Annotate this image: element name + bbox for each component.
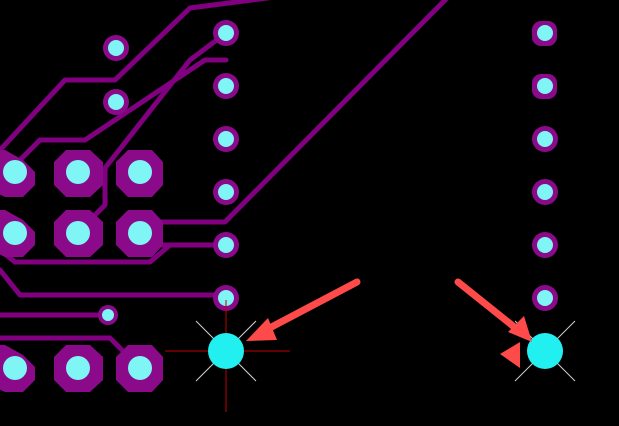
trace-layer (0, 0, 450, 371)
trace[interactable] (137, 0, 450, 225)
pad-group-octagon (0, 150, 163, 392)
via-group (98, 35, 129, 325)
via[interactable] (103, 35, 129, 61)
pin-column-right (532, 21, 558, 311)
pad[interactable] (0, 150, 35, 197)
selected-pad-left[interactable] (165, 300, 290, 412)
pad[interactable] (54, 210, 103, 257)
pad[interactable] (54, 150, 103, 197)
pad[interactable] (116, 150, 163, 197)
pad-highlight (208, 333, 244, 369)
pin[interactable] (532, 179, 558, 205)
pin[interactable] (532, 126, 558, 152)
pad[interactable] (54, 345, 103, 392)
via[interactable] (98, 305, 118, 325)
trace[interactable] (0, 57, 229, 183)
pad-highlight (527, 333, 563, 369)
pin[interactable] (532, 74, 557, 99)
trace[interactable] (0, 0, 290, 153)
pin[interactable] (213, 232, 239, 258)
pin-column-left (213, 20, 239, 311)
pin[interactable] (213, 73, 239, 99)
annotation-arrow-icon (454, 278, 532, 342)
trace[interactable] (75, 30, 229, 235)
pin[interactable] (532, 232, 558, 258)
pad[interactable] (0, 345, 35, 392)
pin[interactable] (213, 20, 239, 46)
pin[interactable] (532, 285, 558, 311)
pin[interactable] (213, 126, 239, 152)
triangle-marker-icon (500, 342, 520, 368)
trace[interactable] (0, 267, 229, 298)
pad[interactable] (116, 345, 163, 392)
via[interactable] (103, 89, 129, 115)
pin[interactable] (213, 285, 239, 311)
pad[interactable] (116, 210, 163, 257)
pad[interactable] (0, 210, 35, 257)
pin[interactable] (213, 179, 239, 205)
annotation-arrow-icon (246, 278, 361, 341)
pin[interactable] (532, 21, 557, 46)
